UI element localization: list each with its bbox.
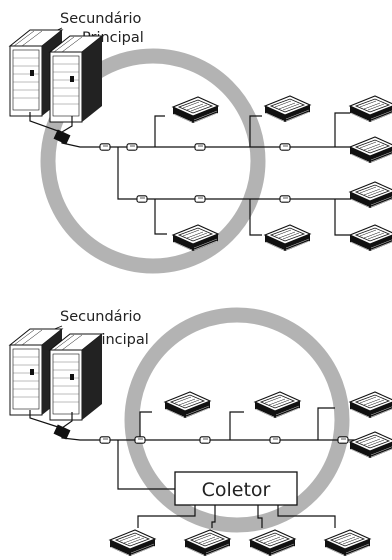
bottom-label-secondary: Secundário <box>60 309 142 325</box>
top-range-circle <box>40 48 266 274</box>
collector-label: Coletor <box>202 479 271 501</box>
bottom-label-main: Principal <box>87 332 149 348</box>
top-outdoor-unit-main <box>49 35 103 123</box>
collector-box: Coletor <box>174 471 298 506</box>
bottom-diagram: Secundário Principal <box>9 307 392 557</box>
top-indoor-unit <box>172 95 392 252</box>
top-label-secondary: Secundário <box>60 11 142 27</box>
bottom-outdoor-unit-main <box>49 333 103 421</box>
bottom-range-circle <box>124 307 350 533</box>
top-diagram: Secundário Principal <box>9 11 392 274</box>
